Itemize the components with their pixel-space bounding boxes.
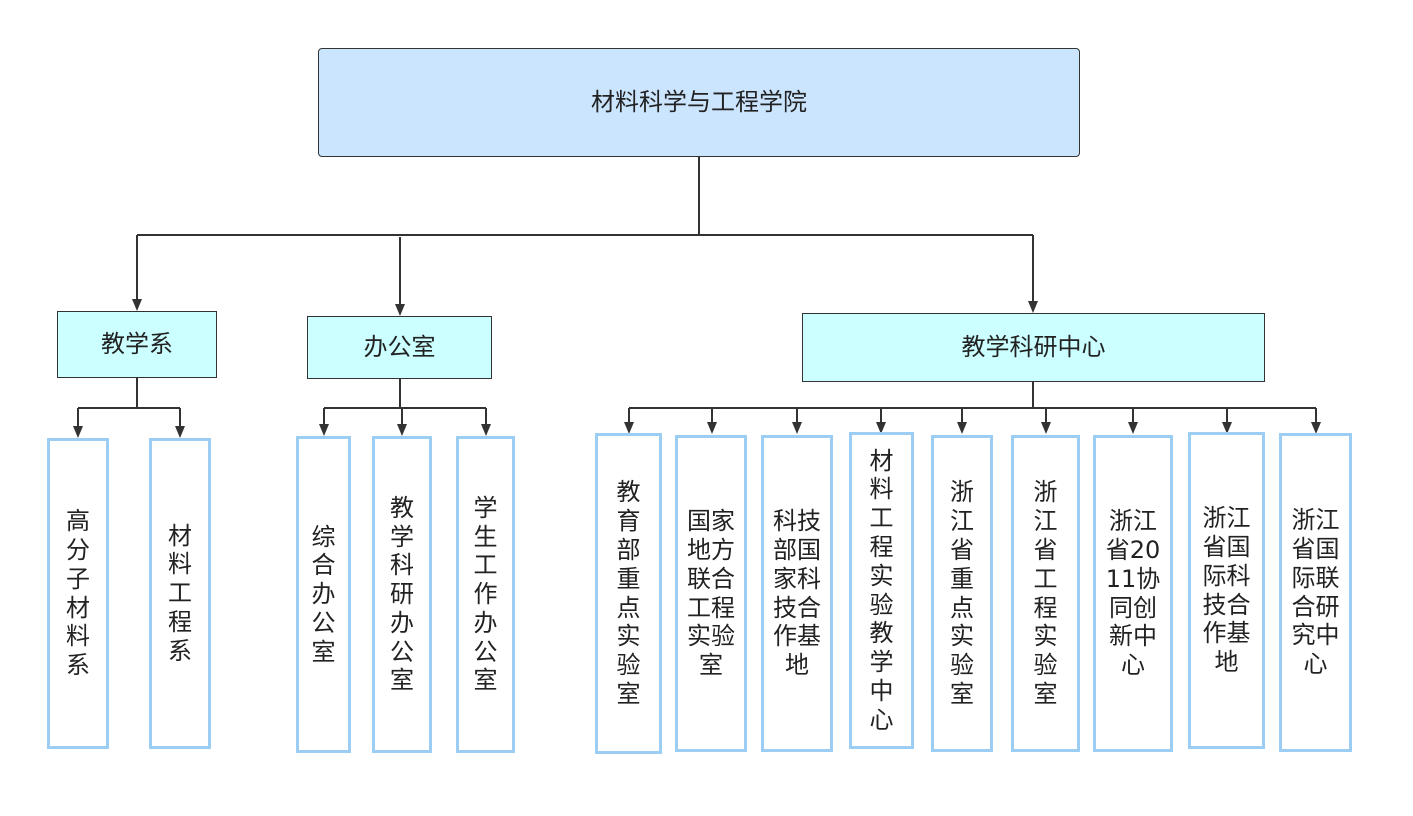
leaf-label: 浙江省国际联合研究中心: [1291, 506, 1340, 679]
arrowhead-icon: [1311, 422, 1321, 434]
leaf-label: 教学科研办公室: [390, 493, 414, 695]
arrowhead-icon: [876, 422, 886, 434]
leaf-node: 高分子材料系: [47, 438, 109, 749]
leaf-label: 高分子材料系: [66, 507, 90, 680]
leaf-node: 浙江省国际科技合作基地: [1188, 432, 1265, 749]
leaf-node: 浙江省2011协同创新中心: [1093, 435, 1173, 752]
arrowhead-icon: [395, 304, 405, 316]
leaf-node: 浙江省国际联合研究中心: [1279, 433, 1352, 752]
node-label: 办公室: [363, 333, 436, 362]
leaf-label: 综合办公室: [311, 522, 336, 666]
leaf-label: 科技部国家科技合作基地: [773, 507, 821, 680]
node-label: 教学科研中心: [961, 333, 1106, 362]
arrowhead-icon: [132, 299, 142, 311]
leaf-label: 学生工作办公室: [473, 493, 498, 695]
leaf-node: 科技部国家科技合作基地: [761, 435, 833, 752]
leaf-node: 浙江省重点实验室: [931, 435, 993, 752]
arrowhead-icon: [319, 424, 329, 436]
arrowhead-icon: [792, 422, 802, 434]
arrowhead-icon: [397, 424, 407, 436]
leaf-label: 浙江省国际科技合作基地: [1202, 504, 1251, 677]
arrowhead-icon: [957, 422, 967, 434]
leaf-label: 浙江省2011协同创新中心: [1105, 507, 1161, 680]
leaf-label: 浙江省重点实验室: [950, 478, 974, 708]
root-label: 材料科学与工程学院: [591, 88, 807, 117]
arrowhead-icon: [175, 426, 185, 438]
leaf-node: 材料工程实验教学中心: [849, 432, 914, 749]
leaf-label: 浙江省工程实验室: [1033, 478, 1058, 708]
leaf-node: 教学科研办公室: [372, 436, 432, 753]
leaf-node: 浙江省工程实验室: [1011, 435, 1080, 752]
arrowhead-icon: [1128, 422, 1138, 434]
arrowhead-icon: [1041, 422, 1051, 434]
node-label: 教学系: [101, 330, 173, 359]
root-node: 材料科学与工程学院: [318, 48, 1080, 157]
leaf-node: 学生工作办公室: [456, 436, 515, 753]
leaf-label: 教育部重点实验室: [616, 478, 641, 708]
node-office: 办公室: [307, 316, 492, 379]
arrowhead-icon: [707, 422, 717, 434]
node-teaching-departments: 教学系: [57, 311, 217, 378]
leaf-label: 国家地方联合工程实验室: [687, 507, 735, 680]
node-research-center: 教学科研中心: [802, 313, 1265, 382]
arrowhead-icon: [1222, 422, 1232, 434]
arrowhead-icon: [624, 422, 634, 434]
leaf-node: 材料工程系: [149, 438, 211, 749]
leaf-node: 教育部重点实验室: [595, 433, 662, 754]
leaf-label: 材料工程实验教学中心: [869, 446, 894, 734]
arrowhead-icon: [73, 426, 83, 438]
leaf-node: 国家地方联合工程实验室: [675, 435, 747, 752]
arrowhead-icon: [1028, 301, 1038, 313]
leaf-node: 综合办公室: [296, 436, 351, 753]
leaf-label: 材料工程系: [168, 521, 192, 665]
arrowhead-icon: [481, 424, 491, 436]
